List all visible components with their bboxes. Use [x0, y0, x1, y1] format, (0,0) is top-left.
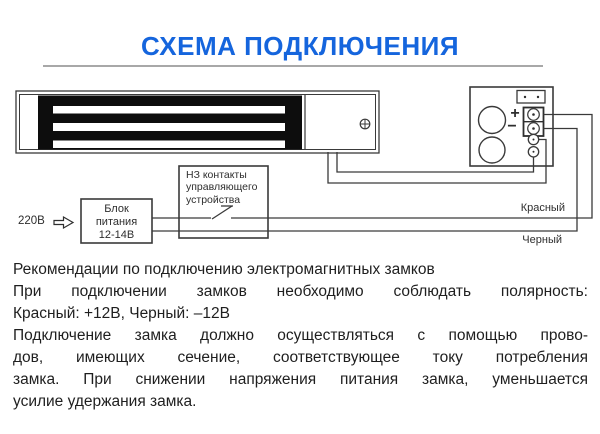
text-line: Красный: +12В, Черный: –12В: [13, 305, 230, 322]
text-line: Рекомендации по подключению электромагни…: [13, 261, 435, 278]
mains-voltage-label: 220В: [18, 215, 45, 227]
aux-terminal-1-dot: [532, 138, 535, 141]
terminal-plus-screw-dot: [532, 113, 535, 116]
aux-terminal-2-dot: [532, 150, 535, 153]
wiring-diagram: [15, 86, 593, 244]
text-line: Подключение замка должно осуществляться …: [13, 327, 588, 344]
plus-terminal-label: +: [510, 105, 520, 122]
text-line: усилие удержания замка.: [13, 393, 197, 410]
magnet-slot-1: [53, 106, 285, 114]
text-line: замка. При снижении напряжения питания з…: [13, 371, 588, 388]
lock-wire-1: [336, 152, 535, 173]
red-wire-label: Красный: [520, 202, 565, 214]
power-supply-box: [80, 198, 153, 244]
nc-switch: [211, 205, 233, 220]
controller-circle-2: [478, 136, 506, 164]
text-line: дов, имеющих сечение, соответствующее то…: [13, 349, 588, 366]
connector-pin-1: [523, 95, 527, 99]
page-title: СХЕМА ПОДКЛЮЧЕНИЯ: [140, 31, 460, 61]
magnet-slot-3: [53, 140, 285, 148]
black-wire-label: Черный: [522, 234, 562, 246]
text-line: При подключении замков необходимо соблюд…: [13, 283, 588, 300]
nc-contacts-label: НЗ контакты управляющего устройства: [186, 169, 258, 206]
minus-terminal-label: −: [507, 118, 517, 135]
connector-pin-2: [536, 95, 540, 99]
title-underline: [43, 65, 543, 67]
magnet-slot-2: [53, 123, 285, 131]
power-supply-label: Блок питания 12-14В: [95, 203, 138, 241]
lock-wire-2: [327, 138, 547, 184]
mains-arrow-icon: [53, 215, 75, 230]
controller-circle-1: [477, 105, 507, 135]
screw-icon: [359, 118, 371, 130]
terminal-minus-screw-dot: [532, 127, 535, 130]
nc-contacts-box: [178, 165, 269, 239]
controller-connector: [516, 89, 546, 104]
red-wire: [152, 113, 593, 219]
recommendations-text: Рекомендации по подключению электромагни…: [13, 259, 588, 413]
black-wire: [152, 127, 578, 232]
